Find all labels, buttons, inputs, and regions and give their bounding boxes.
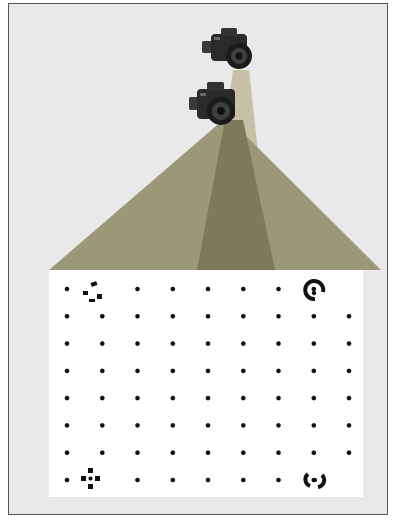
calibration-dot [65,423,70,428]
camera-calibration-diagram [9,4,388,515]
diagram-frame [8,3,388,515]
calibration-dot [100,314,105,319]
calibration-dot [276,369,281,374]
calibration-dot [347,314,352,319]
calibration-dot [65,396,70,401]
calibration-dot [347,341,352,346]
calibration-dot [276,396,281,401]
calibration-dot [171,396,176,401]
calibration-dot [276,450,281,455]
calibration-dot [135,396,140,401]
calibration-dot [241,341,246,346]
lower-camera-icon [189,82,235,125]
calibration-dot [241,450,246,455]
calibration-dot [206,369,211,374]
calibration-dot [65,450,70,455]
calibration-dot [100,341,105,346]
calibration-dot [206,423,211,428]
calibration-dot [135,314,140,319]
calibration-dot [171,341,176,346]
calibration-dot [312,423,317,428]
calibration-dot [171,450,176,455]
calibration-dot [241,287,246,292]
calibration-dot [312,314,317,319]
calibration-dot [100,450,105,455]
calibration-dot [312,369,317,374]
upper-camera-icon [202,28,252,69]
calibration-dot [312,341,317,346]
calibration-dot [135,369,140,374]
calibration-dot [100,396,105,401]
calibration-dot [347,369,352,374]
calibration-dot [241,314,246,319]
calibration-dot [171,369,176,374]
calibration-dot [347,450,352,455]
calibration-dot [171,478,176,483]
calibration-dot [276,423,281,428]
calibration-dot [241,396,246,401]
calibration-dot [135,450,140,455]
calibration-dot [65,287,70,292]
calibration-dot [276,341,281,346]
calibration-dot [65,341,70,346]
calibration-dot [241,478,246,483]
calibration-dot [347,423,352,428]
calibration-dot [206,396,211,401]
calibration-dot [206,450,211,455]
calibration-dot [171,423,176,428]
calibration-dot [206,478,211,483]
calibration-dot [276,287,281,292]
calibration-dot [135,287,140,292]
calibration-dot [312,287,317,292]
calibration-dot [135,478,140,483]
calibration-dot [65,314,70,319]
calibration-dot [100,423,105,428]
calibration-dot [135,423,140,428]
calibration-dot [347,396,352,401]
calibration-dot [135,341,140,346]
calibration-dot [276,478,281,483]
calibration-dot [206,314,211,319]
calibration-dot [171,287,176,292]
calibration-dot [241,423,246,428]
calibration-dot [65,369,70,374]
calibration-dot [312,450,317,455]
calibration-dot [276,314,281,319]
calibration-dot [312,396,317,401]
calibration-dot [171,314,176,319]
calibration-dot [65,478,70,483]
calibration-dot [241,369,246,374]
calibration-dot [206,287,211,292]
calibration-dot [100,369,105,374]
calibration-board [49,270,363,497]
calibration-dot [206,341,211,346]
